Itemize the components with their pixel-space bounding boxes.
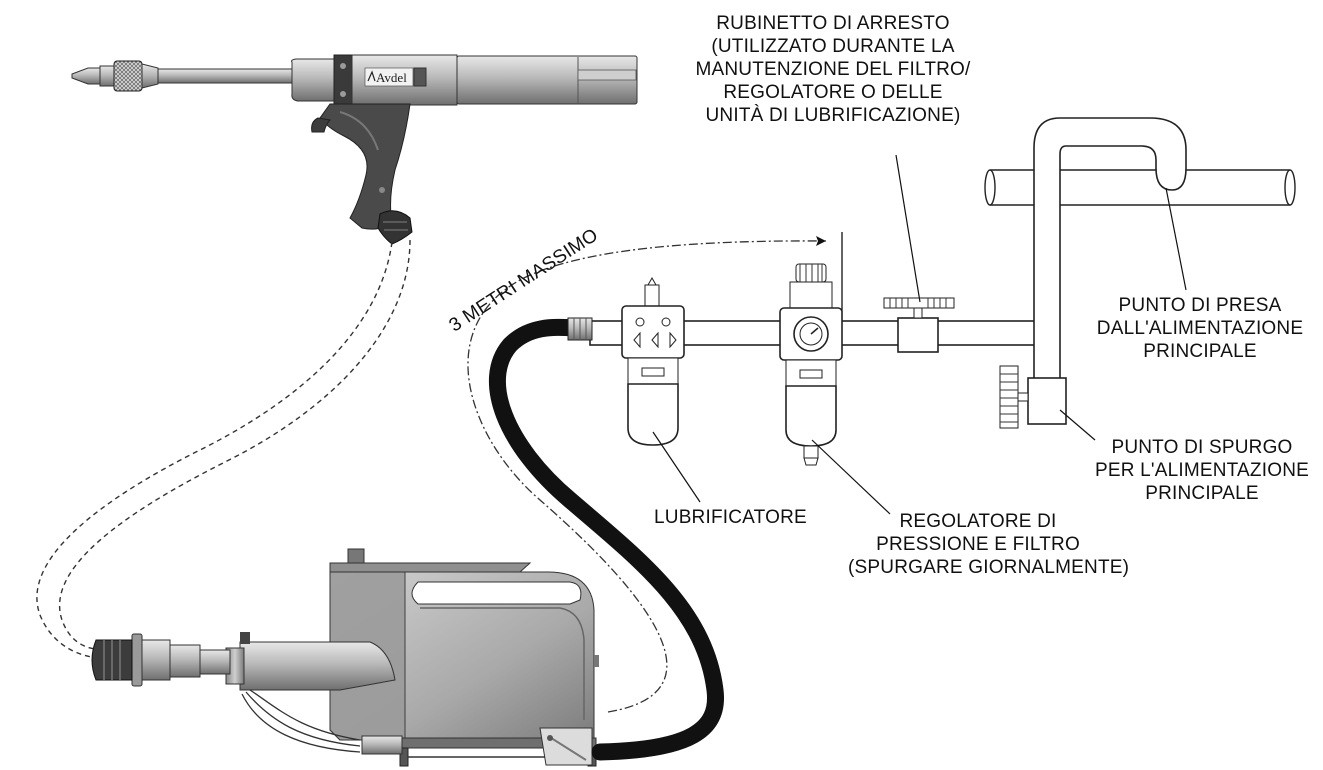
shutoff-valve-label: RUBINETTO DI ARRESTO (UTILIZZATO DURANTE… bbox=[695, 13, 971, 126]
leader-lines bbox=[652, 154, 1187, 515]
air-supply-hose bbox=[488, 318, 725, 761]
regulator-filter-unit bbox=[779, 263, 843, 466]
main-supply-pipe bbox=[984, 117, 1296, 429]
regulator-filter-label: REGOLATORE DI PRESSIONE E FILTRO (SPURGA… bbox=[848, 511, 1130, 578]
avdel-logo: Avdel bbox=[376, 70, 407, 85]
shutoff-valve bbox=[883, 297, 955, 353]
take-off-point-label: PUNTO DI PRESA DALL'ALIMENTAZIONE PRINCI… bbox=[1096, 295, 1304, 362]
tool-hoses bbox=[36, 239, 411, 659]
max-distance-arrow bbox=[816, 236, 826, 246]
rivet-tool: Avdel bbox=[71, 54, 638, 245]
hydraulic-power-unit bbox=[91, 548, 599, 767]
lubricator-unit bbox=[621, 276, 685, 446]
drain-point-label: PUNTO DI SPURGO PER L'ALIMENTAZIONE PRIN… bbox=[1094, 437, 1309, 504]
lubricator-label: LUBRIFICATORE bbox=[654, 507, 807, 528]
max-distance-path bbox=[467, 240, 827, 713]
